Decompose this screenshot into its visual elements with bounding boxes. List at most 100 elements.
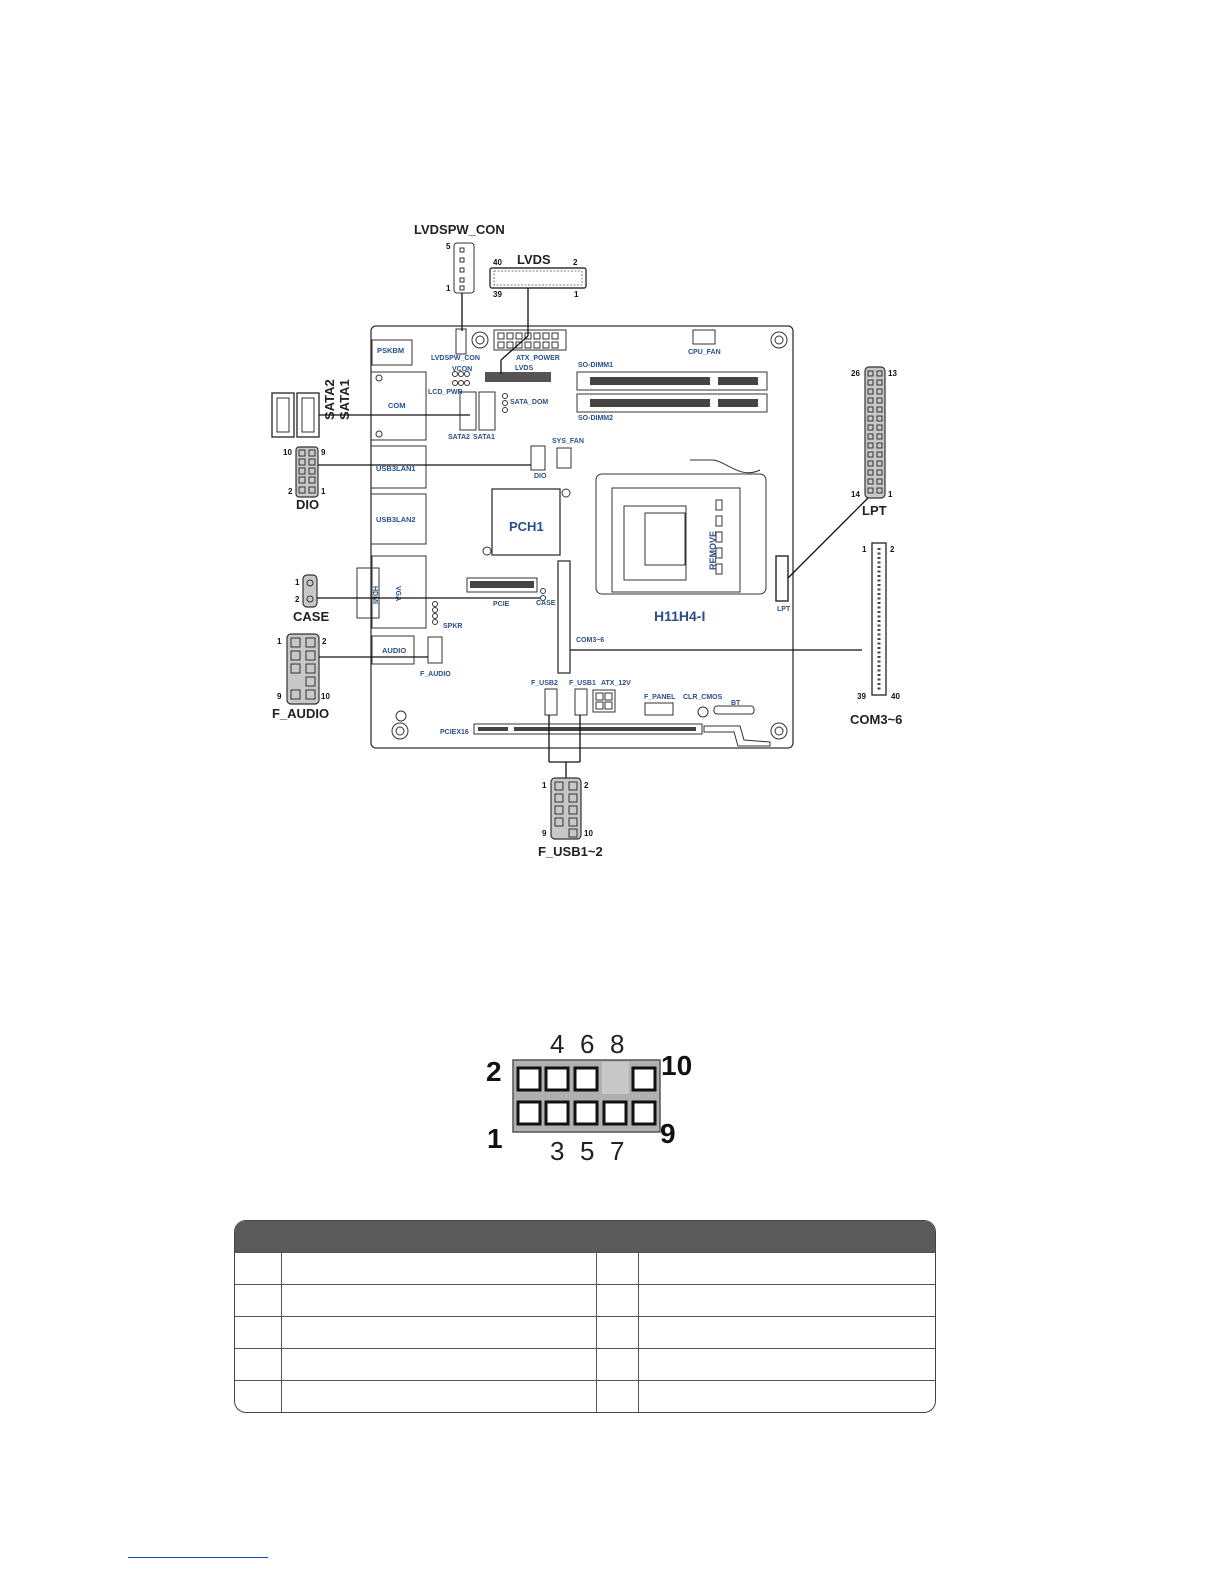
svg-text:13: 13 [888, 369, 897, 378]
svg-text:HDMI: HDMI [371, 586, 378, 604]
svg-text:1: 1 [542, 781, 547, 790]
svg-text:LVDS: LVDS [515, 365, 533, 372]
f-audio-title: F_AUDIO [272, 706, 329, 721]
svg-text:SO-DIMM1: SO-DIMM1 [578, 362, 613, 369]
lvds-callout: LVDS 40 2 39 1 [489, 252, 587, 374]
table-row [235, 1284, 935, 1316]
svg-text:VGA: VGA [394, 586, 401, 601]
lpt-title: LPT [862, 503, 887, 518]
svg-text:2: 2 [295, 595, 300, 604]
svg-text:1: 1 [574, 290, 579, 299]
svg-text:AUDIO: AUDIO [382, 646, 406, 655]
svg-text:6: 6 [580, 1029, 594, 1059]
svg-text:9: 9 [277, 692, 282, 701]
svg-text:F_USB1: F_USB1 [569, 680, 596, 687]
motherboard: PSKBM LVDSPW_CON ATX_POWER CPU_FAN VCON … [356, 325, 794, 749]
table-row [235, 1316, 935, 1348]
case-callout: 1 2 CASE [293, 574, 540, 624]
footer-divider [128, 1557, 268, 1558]
svg-text:5: 5 [580, 1136, 594, 1166]
svg-text:39: 39 [493, 290, 502, 299]
f-usb-callout: 1 2 9 10 F_USB1~2 [538, 715, 603, 859]
svg-text:F_AUDIO: F_AUDIO [420, 671, 451, 678]
sata1-title: SATA1 [337, 379, 352, 420]
svg-text:COM: COM [388, 401, 406, 410]
f-audio-callout: 1 2 9 10 F_AUDIO [272, 633, 428, 721]
svg-text:PSKBM: PSKBM [377, 346, 404, 355]
svg-text:H11H4-I: H11H4-I [654, 608, 705, 624]
lvdspw-con-title: LVDSPW_CON [414, 222, 505, 237]
svg-text:REMOVE: REMOVE [708, 531, 718, 570]
svg-text:40: 40 [493, 258, 502, 267]
svg-text:F_PANEL: F_PANEL [644, 694, 676, 701]
svg-text:9: 9 [660, 1118, 676, 1149]
svg-text:8: 8 [610, 1029, 624, 1059]
case-title: CASE [293, 609, 329, 624]
svg-text:10: 10 [321, 692, 330, 701]
svg-text:2: 2 [573, 258, 578, 267]
svg-text:10: 10 [584, 829, 593, 838]
svg-text:SATA_DOM: SATA_DOM [510, 399, 548, 406]
svg-text:SATA1: SATA1 [473, 434, 495, 441]
table-row [235, 1348, 935, 1380]
svg-text:40: 40 [891, 692, 900, 701]
f-usb-title: F_USB1~2 [538, 844, 603, 859]
dio-title: DIO [296, 497, 319, 512]
svg-text:LPT: LPT [777, 606, 791, 613]
svg-text:VCON: VCON [452, 366, 472, 373]
svg-text:39: 39 [857, 692, 866, 701]
svg-text:10: 10 [661, 1050, 692, 1081]
svg-text:CPU_FAN: CPU_FAN [688, 349, 721, 356]
svg-text:PCH1: PCH1 [509, 519, 544, 534]
lvdspw-con-callout: LVDSPW_CON 5 1 [414, 222, 505, 331]
dio-callout: 10 9 2 1 DIO [283, 446, 531, 512]
svg-text:3: 3 [550, 1136, 564, 1166]
sata-callout: SATA2 SATA1 [271, 379, 470, 438]
svg-text:1: 1 [446, 284, 451, 293]
com36-callout: 1 2 39 40 COM3~6 [570, 542, 902, 727]
svg-text:4: 4 [550, 1029, 564, 1059]
svg-text:2: 2 [288, 487, 293, 496]
svg-text:USB3LAN1: USB3LAN1 [376, 464, 416, 473]
lvds-title: LVDS [517, 252, 551, 267]
svg-text:1: 1 [487, 1123, 503, 1154]
svg-text:7: 7 [610, 1136, 624, 1166]
cpu-socket [595, 459, 767, 595]
svg-text:5: 5 [446, 242, 451, 251]
svg-text:CASE: CASE [536, 600, 556, 607]
svg-text:PCIEX16: PCIEX16 [440, 729, 469, 736]
svg-text:SPKR: SPKR [443, 623, 462, 630]
svg-text:BT: BT [731, 700, 741, 707]
so-dimm-slots [576, 371, 768, 413]
com36-title: COM3~6 [850, 712, 902, 727]
svg-text:2: 2 [890, 545, 895, 554]
svg-text:1: 1 [277, 637, 282, 646]
svg-text:26: 26 [851, 369, 860, 378]
svg-text:2: 2 [584, 781, 589, 790]
lpt-callout: 26 13 14 1 LPT [787, 366, 897, 579]
svg-text:ATX_12V: ATX_12V [601, 680, 631, 687]
svg-text:LVDSPW_CON: LVDSPW_CON [431, 355, 480, 362]
pin-header-diagram: 4 6 8 3 5 7 2 10 1 9 [486, 1029, 692, 1166]
pin-definition-table [234, 1220, 936, 1413]
svg-text:LCD_PWR: LCD_PWR [428, 389, 463, 396]
svg-text:9: 9 [321, 448, 326, 457]
sata2-title: SATA2 [322, 379, 337, 420]
svg-text:2: 2 [486, 1056, 502, 1087]
svg-text:CLR_CMOS: CLR_CMOS [683, 694, 723, 701]
svg-text:10: 10 [283, 448, 292, 457]
svg-text:COM3~6: COM3~6 [576, 637, 604, 644]
svg-text:SATA2: SATA2 [448, 434, 470, 441]
svg-text:14: 14 [851, 490, 860, 499]
svg-text:1: 1 [888, 490, 893, 499]
table-row [235, 1380, 935, 1412]
svg-text:SYS_FAN: SYS_FAN [552, 438, 584, 445]
svg-text:USB3LAN2: USB3LAN2 [376, 515, 416, 524]
svg-text:SO-DIMM2: SO-DIMM2 [578, 415, 613, 422]
svg-text:9: 9 [542, 829, 547, 838]
svg-text:F_USB2: F_USB2 [531, 680, 558, 687]
svg-text:1: 1 [321, 487, 326, 496]
table-header [235, 1221, 935, 1252]
svg-text:PCIE: PCIE [493, 601, 510, 608]
